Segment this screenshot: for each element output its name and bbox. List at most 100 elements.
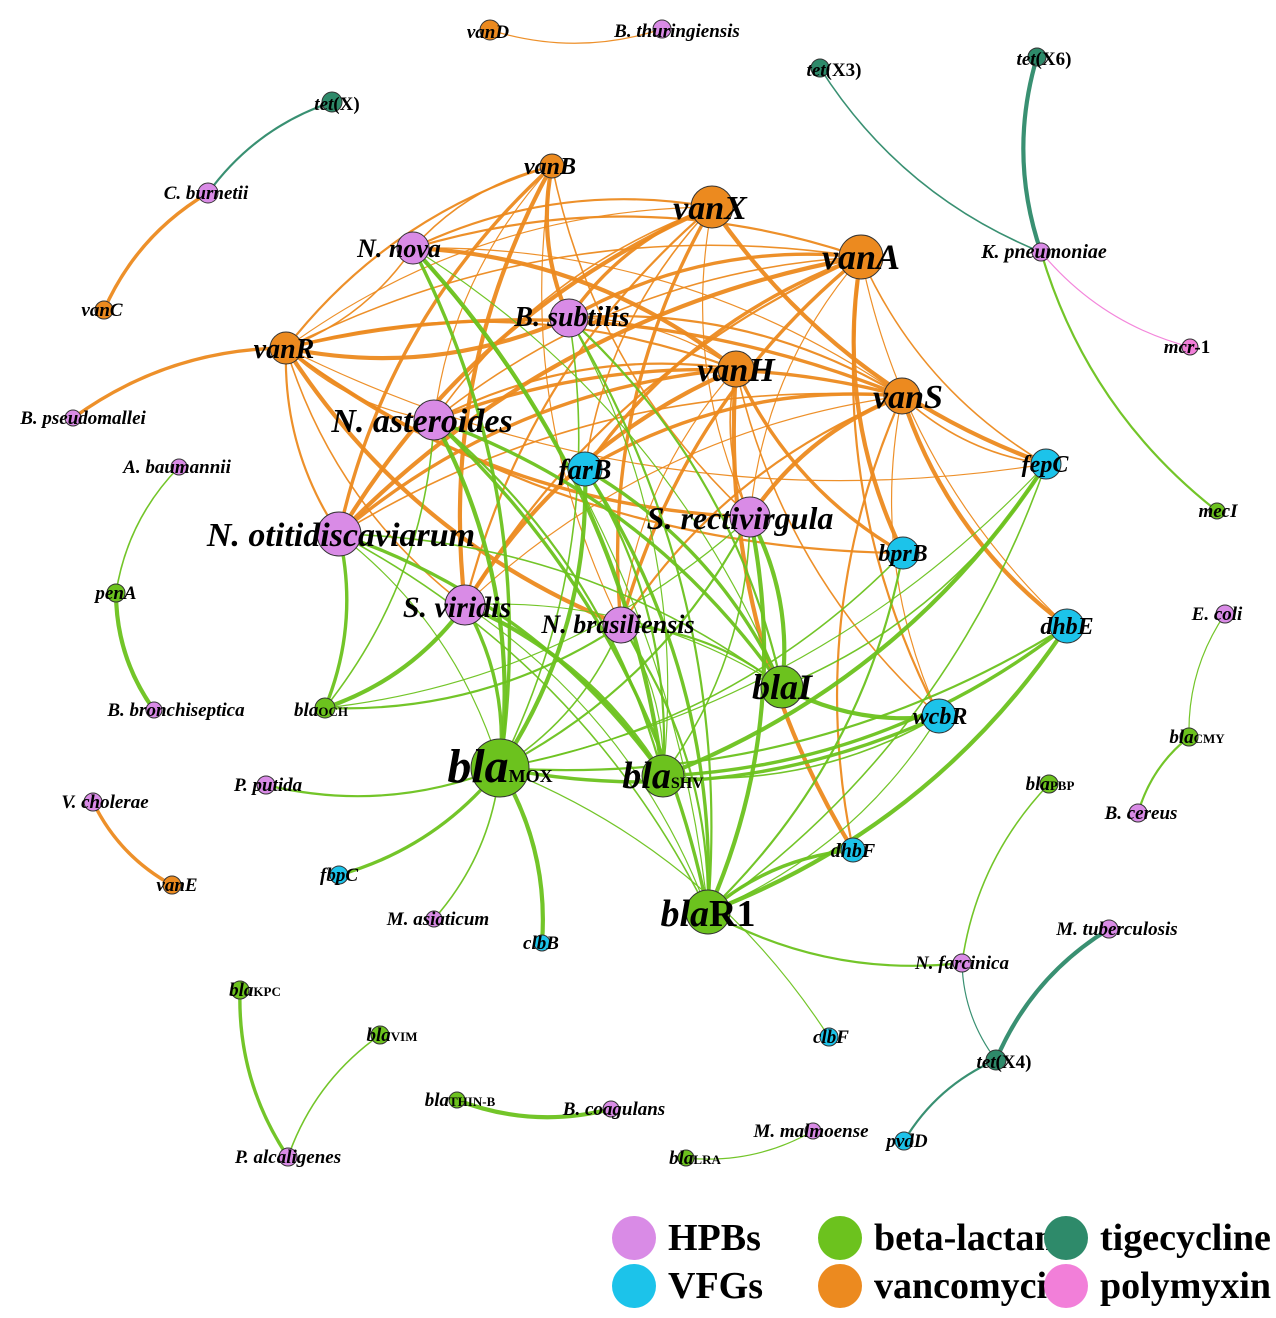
node-label-vanC: vanC	[81, 300, 123, 321]
edge-vanS-Bsub	[568, 315, 903, 397]
legend: HPBs beta-lactam tigecycline VFGs vancom…	[612, 1216, 1272, 1312]
node-label-Bpseudo: B. pseudomallei	[19, 408, 146, 429]
node-label-suffix: PBP	[1050, 778, 1075, 793]
node-label-Srect: S. rectivirgula	[647, 500, 834, 536]
node-Bcereus	[1128, 803, 1148, 823]
edge-vanD-Bthur	[489, 28, 663, 44]
node-mecI	[1208, 502, 1226, 520]
vancomycin-swatch-icon	[818, 1264, 862, 1308]
node-Abau	[170, 458, 188, 476]
edge-Nfarc-tetX4	[961, 962, 997, 1061]
node-label-italic: M. asiaticum	[386, 909, 489, 930]
node-tetX4	[985, 1049, 1007, 1071]
node-label-italic: vanR	[254, 334, 315, 365]
node-label-suffix: R1	[709, 893, 755, 935]
edge-Abau-penA	[115, 466, 180, 594]
edge-vanS-vanR	[285, 318, 903, 398]
edge-blaPBP-Nfarc	[961, 783, 1050, 964]
node-label-italic: B. subtilis	[513, 302, 629, 333]
edge-vanS-dhbE	[900, 395, 1069, 628]
edge-vanS-Nnova	[412, 247, 903, 397]
edge-blaKPC-Palc	[238, 989, 290, 1158]
node-label-dhbF: dhbF	[831, 840, 876, 862]
node-penA	[106, 583, 126, 603]
node-label-Bthur: B. thuringiensis	[613, 21, 740, 42]
node-label-italic: farB	[559, 455, 612, 486]
node-wcbR	[921, 698, 957, 734]
node-Bthur	[652, 19, 672, 39]
edge-vanR-Nnova	[285, 247, 414, 349]
node-blaVIM	[370, 1025, 390, 1045]
edge-Ecoli-blaCMY	[1188, 613, 1226, 738]
node-label-italic: C. burnetii	[164, 183, 249, 204]
edge-blaR1-Nast	[432, 418, 710, 913]
node-label-suffix: (X)	[333, 94, 359, 115]
node-label-italic: bla	[229, 980, 254, 1001]
node-label-blaKPC: blaKPC	[229, 980, 281, 1001]
node-label-clbF: clbF	[813, 1027, 849, 1048]
beta-lactam-swatch-icon	[818, 1216, 862, 1260]
node-label-italic: vanC	[81, 300, 123, 321]
node-vanX	[690, 185, 734, 229]
node-vanA	[838, 234, 884, 280]
edge-blaLRA-Mmalm	[685, 1130, 814, 1160]
legend-label: tigecycline	[1100, 1217, 1271, 1259]
node-label-italic: tet	[977, 1052, 997, 1073]
node-label-Nbras: N. brasiliensis	[540, 610, 694, 639]
node-label-italic: bla	[294, 700, 319, 721]
edge-vanS-Nast	[433, 367, 903, 422]
node-label-italic: N. otitidiscaviarum	[206, 517, 475, 554]
node-label-blaCMY: blaCMY	[1169, 727, 1225, 748]
node-label-tetX6: tet(X6)	[1017, 49, 1072, 70]
node-label-italic: clbB	[523, 933, 559, 954]
node-label-blaR1: blaR1	[660, 893, 755, 935]
node-label-italic: N. asteroides	[330, 403, 512, 440]
node-label-vanR: vanR	[254, 334, 315, 365]
node-blaMOX	[470, 738, 530, 798]
node-label-italic: B. bronchiseptica	[106, 700, 245, 721]
node-label-blaI: blaI	[752, 667, 814, 707]
node-blaSHV	[641, 754, 685, 798]
node-label-clbB: clbB	[523, 933, 559, 954]
node-label-suffix: KPC	[253, 984, 280, 999]
node-label-italic: pvdD	[884, 1131, 927, 1152]
node-Palc	[278, 1147, 298, 1167]
edge-vanX-Nnova	[412, 198, 713, 249]
edge-vanX-fepC	[710, 205, 1047, 466]
node-label-suffix: VIM	[391, 1029, 418, 1044]
edge-vanA-Notit	[337, 254, 862, 536]
node-dhbE	[1049, 608, 1085, 644]
node-blaOCH	[314, 697, 336, 719]
node-label-suffix: OCH	[318, 704, 348, 719]
node-clbB	[533, 934, 551, 952]
edge-tetX4-pvdD	[903, 1058, 997, 1142]
edge-vanA-Nnova	[412, 215, 862, 259]
edge-blaR1-Nnova	[412, 247, 709, 913]
node-label-suffix: SHV	[671, 775, 704, 792]
polymyxin-swatch-icon	[1044, 1264, 1088, 1308]
node-Srect	[729, 496, 771, 538]
node-Nnova	[396, 231, 430, 265]
edge-vanA-wcbR	[851, 256, 940, 717]
node-fbpC	[329, 865, 349, 885]
edge-blaR1-Bsub	[568, 317, 713, 913]
node-label-italic: B. pseudomallei	[19, 408, 146, 429]
node-label-fbpC: fbpC	[320, 865, 358, 886]
node-label-italic: B. coagulans	[562, 1099, 665, 1120]
edge-blaI-Nast	[433, 418, 784, 688]
node-label-italic: S. viridis	[403, 591, 511, 624]
node-label-italic: P. putida	[233, 775, 303, 796]
edge-vanX-Nast	[433, 206, 713, 421]
node-label-Masiat: M. asiaticum	[386, 909, 489, 930]
edge-vanS-fepC	[901, 395, 1047, 465]
vfg-swatch-icon	[612, 1264, 656, 1308]
node-label-blaSHV: blaSHV	[622, 755, 704, 797]
edge-vanH-wcbR	[735, 368, 940, 717]
edge-Kpneu-mecI	[1039, 251, 1218, 512]
node-label-italic: N. nova	[356, 234, 441, 263]
node-label-penA: penA	[93, 583, 136, 604]
node-label-italic: A. baumannii	[122, 457, 231, 478]
node-label-Ecoli: E. coli	[1191, 604, 1243, 625]
node-label-italic: M. malmoense	[752, 1121, 869, 1142]
